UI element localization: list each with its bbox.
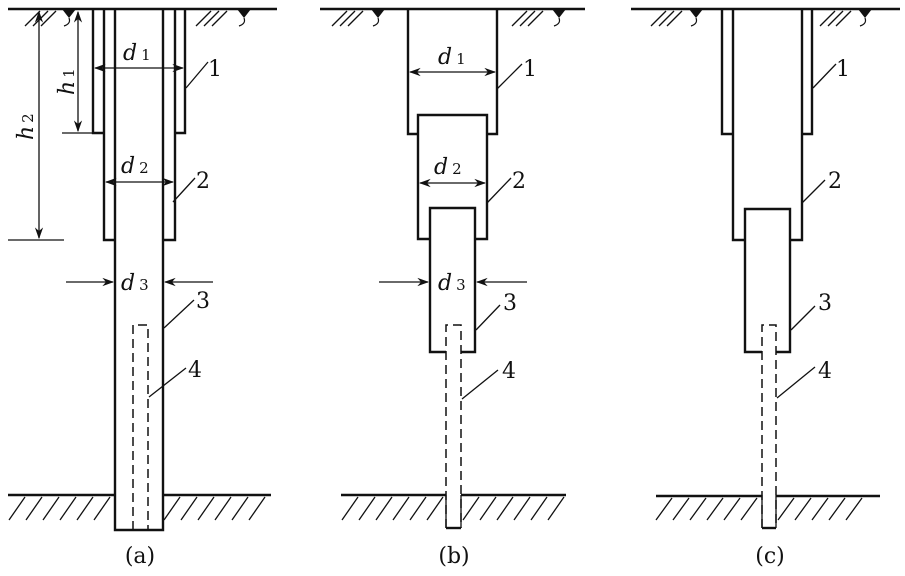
label-part-2: 2 (196, 169, 210, 194)
casing-1 (91, 9, 187, 135)
label-part-3: 3 (503, 291, 517, 316)
leader-part-2 (486, 177, 512, 204)
label-part-4: 4 (818, 359, 832, 384)
casing-2 (416, 113, 489, 241)
leader-part-3 (163, 299, 195, 329)
leader-part-4 (461, 369, 499, 400)
label-part-1: 1 (836, 57, 850, 82)
caption-a: (a) (125, 544, 155, 569)
pile-4 (445, 324, 462, 528)
label-part-4: 4 (502, 359, 516, 384)
caption-b: (b) (438, 544, 469, 569)
leader-part-4 (776, 366, 816, 399)
ground-hatch-bottom (341, 496, 565, 521)
leader-part-1 (185, 61, 209, 89)
leader-part-3 (475, 304, 501, 331)
casing-3 (743, 207, 792, 354)
ground-hatch-bottom (8, 496, 266, 521)
water-table-icon (857, 8, 873, 27)
water-table-icon (551, 8, 567, 27)
ground-hatch-top-left (24, 10, 57, 27)
leader-part-2 (801, 179, 826, 204)
pile-4 (761, 324, 777, 528)
label-part-4: 4 (188, 358, 202, 383)
casing-2 (731, 9, 804, 242)
leader-part-1 (812, 63, 837, 89)
leader-part-3 (790, 305, 816, 331)
water-table-icon (61, 8, 77, 27)
casing-3 (113, 9, 165, 532)
pile-4 (132, 324, 149, 530)
ground-hatch-top-left (331, 10, 364, 27)
casing-3 (428, 206, 477, 354)
water-table-icon (236, 8, 252, 27)
label-part-3: 3 (818, 291, 832, 316)
ground-hatch-top-right (511, 10, 544, 27)
water-table-icon (370, 8, 386, 27)
ground-hatch-top-left (650, 10, 683, 27)
casing-2 (102, 9, 177, 242)
label-part-2: 2 (828, 169, 842, 194)
label-h2: h2 (14, 113, 39, 140)
label-h1: h1 (55, 68, 80, 95)
casing-1 (406, 9, 499, 136)
leader-part-2 (172, 177, 196, 203)
ground-hatch-bottom (655, 497, 863, 521)
label-part-1: 1 (523, 57, 537, 82)
water-table-icon (688, 8, 704, 27)
ground-hatch-top-right (195, 10, 228, 27)
caption-c: (c) (755, 544, 785, 569)
leader-part-1 (496, 63, 523, 90)
label-part-1: 1 (208, 57, 222, 82)
label-part-2: 2 (512, 169, 526, 194)
label-part-3: 3 (196, 289, 210, 314)
panel-c: 1 2 3 4 (c) (631, 7, 900, 569)
ground-hatch-top-right (819, 10, 852, 27)
casing-1 (720, 9, 814, 136)
leader-part-4 (148, 367, 187, 398)
